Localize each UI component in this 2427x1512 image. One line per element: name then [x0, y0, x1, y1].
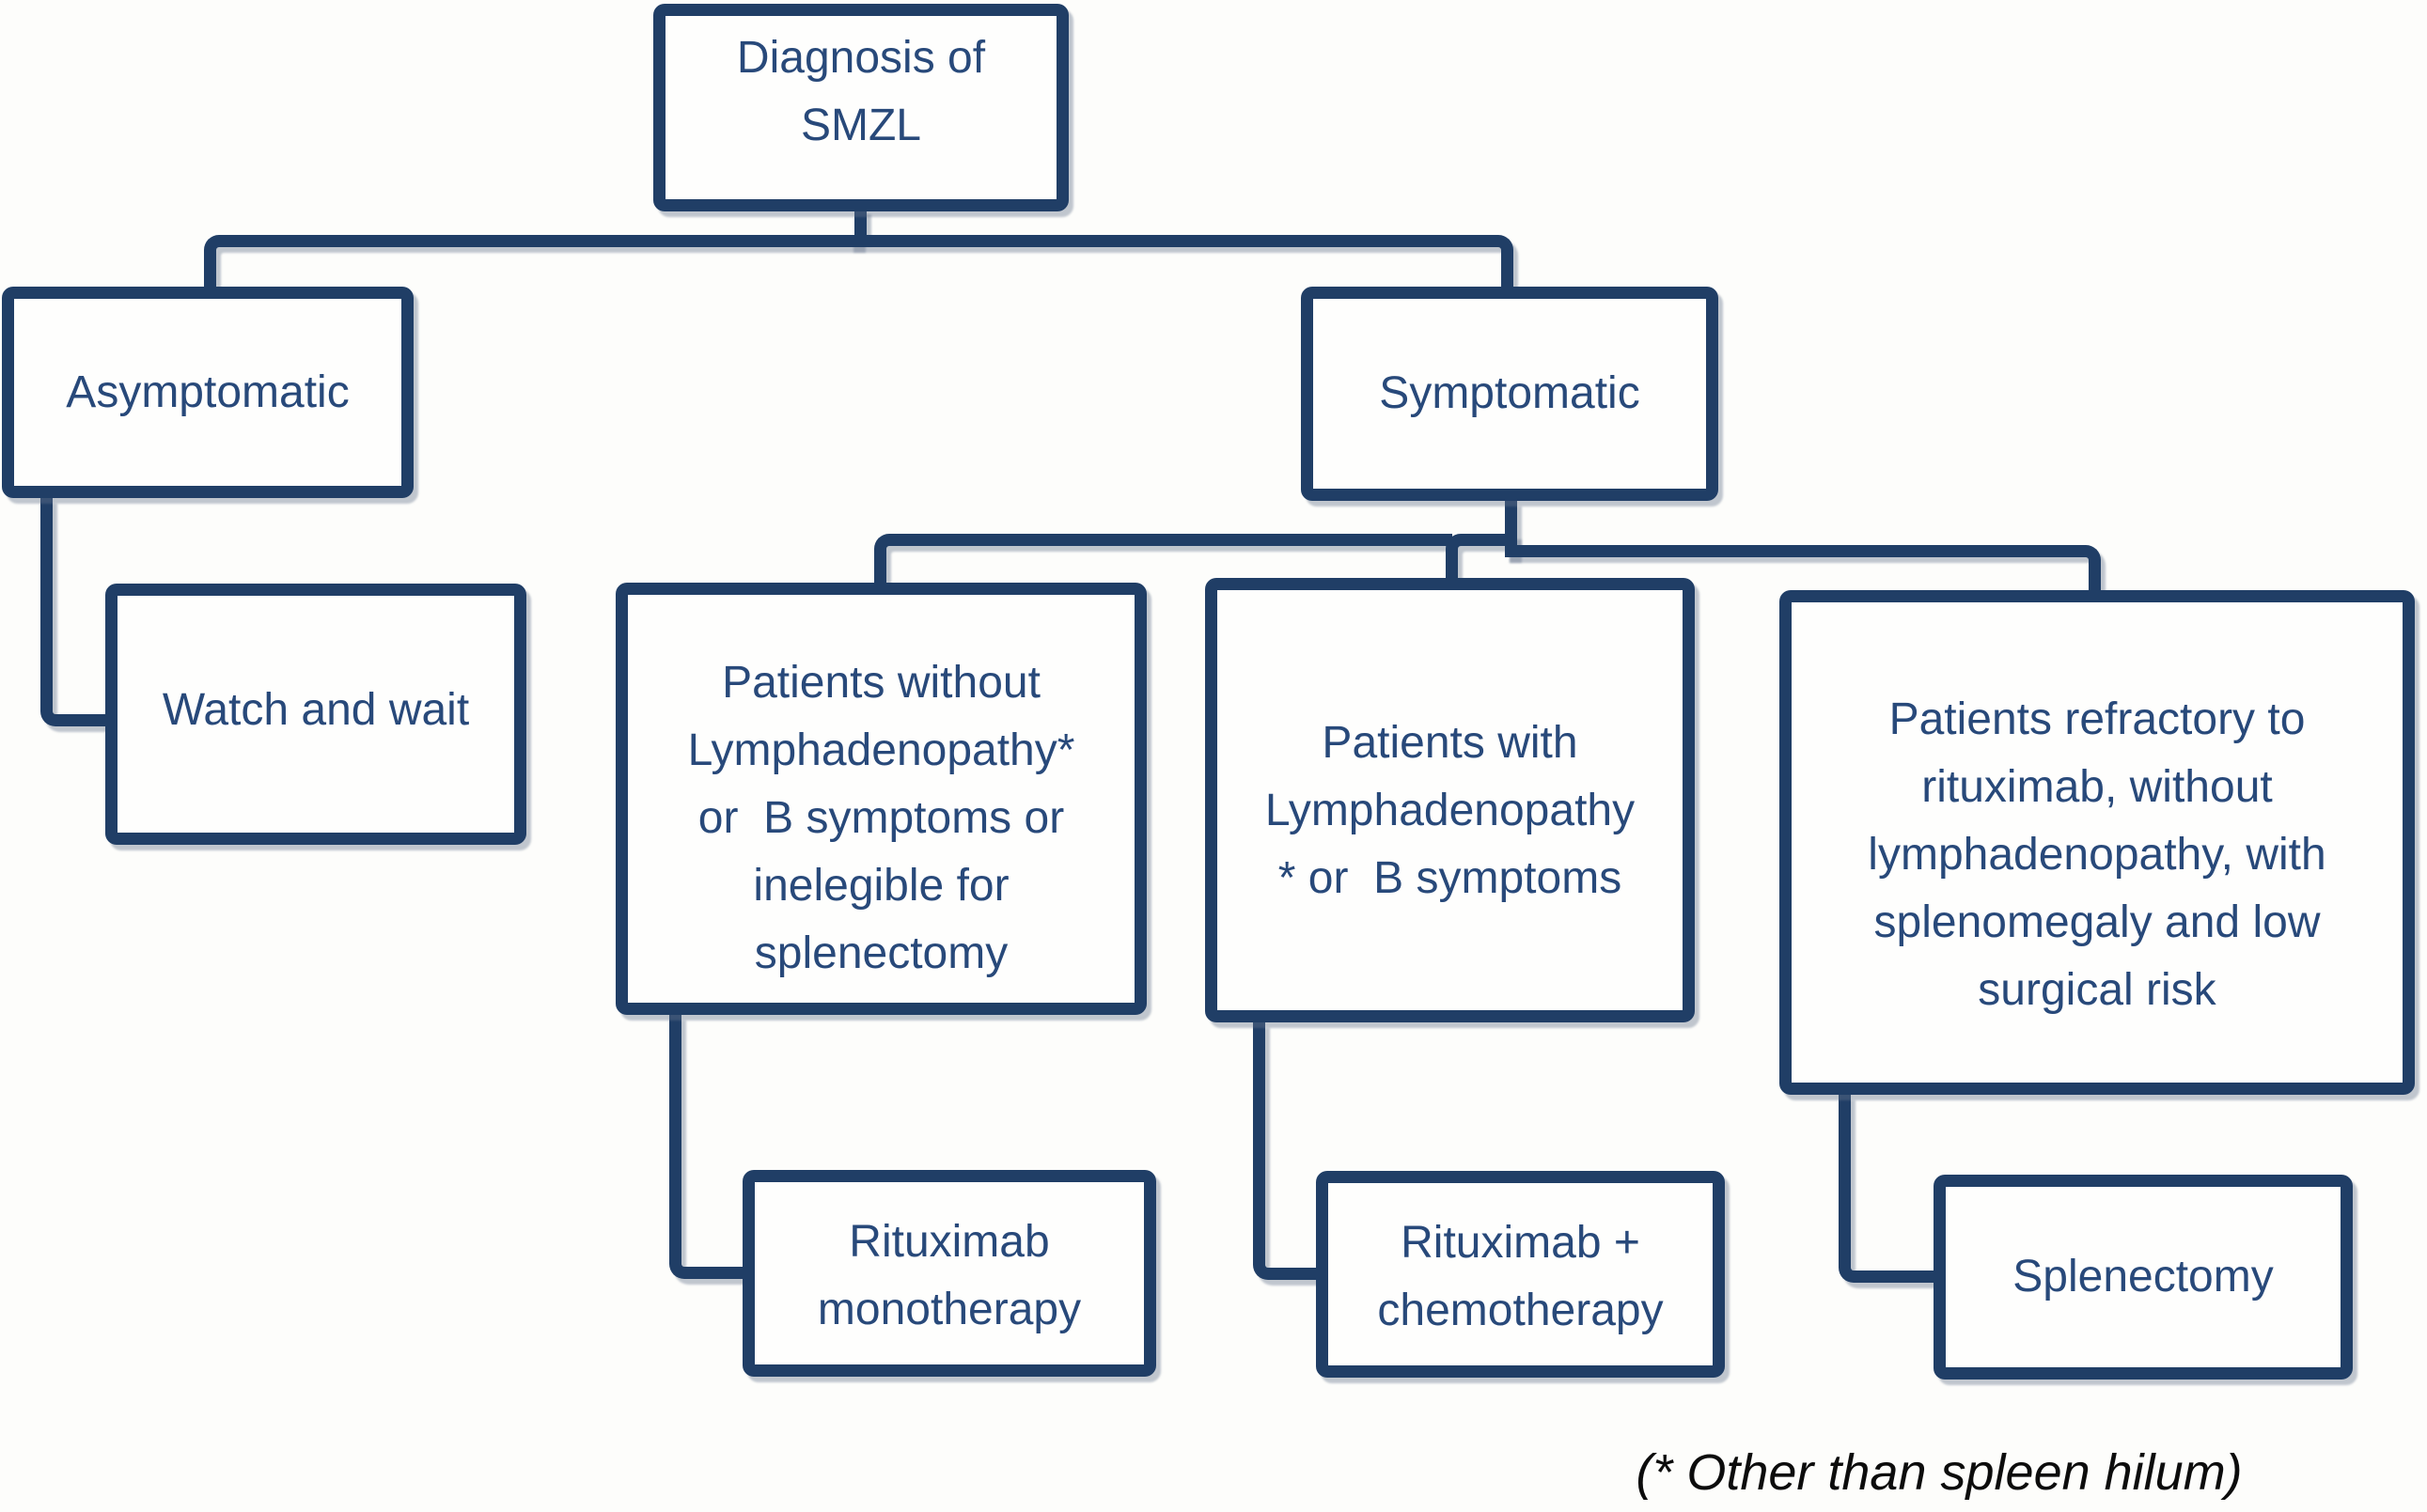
- node-patients-with-lymphadenopathy: Patients with Lymphadenopathy * or B sym…: [1205, 578, 1695, 1022]
- footnote-asterisk-note: (* Other than spleen hilum): [1636, 1444, 2243, 1501]
- node-symptomatic-label: Symptomatic: [1379, 368, 1640, 418]
- node-splenectomy: Splenectomy: [1934, 1175, 2353, 1380]
- node-patients-without-lymphadenopathy-label: Patients without Lymphadenopathy* or B s…: [687, 658, 1075, 978]
- node-diagnosis-of-smzl: Diagnosis of SMZL: [653, 4, 1069, 211]
- connector-symptomatic-no-lymph: [874, 534, 1452, 583]
- node-rituximab-monotherapy-label: Rituximab monotherapy: [817, 1217, 1082, 1334]
- connector-no-lymph-rituximab-mono: [669, 1015, 743, 1279]
- node-watch-and-wait-label: Watch and wait: [162, 685, 470, 735]
- node-diagnosis-label: Diagnosis of SMZL: [736, 32, 986, 150]
- node-watch-and-wait: Watch and wait: [105, 584, 526, 845]
- node-splenectomy-label: Splenectomy: [2012, 1252, 2274, 1302]
- node-rituximab-monotherapy: Rituximab monotherapy: [743, 1170, 1156, 1377]
- connector-symptomatic-with-lymph: [1446, 534, 1517, 578]
- node-patients-refractory-to-rituximab: Patients refractory to rituximab, withou…: [1779, 590, 2415, 1095]
- node-symptomatic: Symptomatic: [1301, 287, 1718, 501]
- node-patients-without-lymphadenopathy: Patients without Lymphadenopathy* or B s…: [616, 583, 1147, 1015]
- node-rituximab-chemotherapy-label: Rituximab + chemotherapy: [1377, 1218, 1664, 1335]
- connector-refractory-splenectomy: [1839, 1095, 1934, 1283]
- node-asymptomatic: Asymptomatic: [2, 287, 414, 498]
- node-rituximab-chemotherapy: Rituximab + chemotherapy: [1316, 1171, 1725, 1378]
- node-patients-with-lymphadenopathy-label: Patients with Lymphadenopathy * or B sym…: [1264, 717, 1636, 903]
- connector-asymptomatic-watch-wait: [40, 498, 105, 726]
- connector-with-lymph-rituximab-chemo: [1253, 1022, 1316, 1280]
- connector-diagnosis-symptomatic: [849, 235, 1513, 287]
- connector-diagnosis-stub: [854, 209, 867, 241]
- connector-diagnosis-asymptomatic: [204, 235, 861, 287]
- node-patients-refractory-label: Patients refractory to rituximab, withou…: [1868, 694, 2326, 1015]
- connector-symptomatic-refractory: [1505, 545, 2101, 590]
- node-asymptomatic-label: Asymptomatic: [66, 366, 350, 417]
